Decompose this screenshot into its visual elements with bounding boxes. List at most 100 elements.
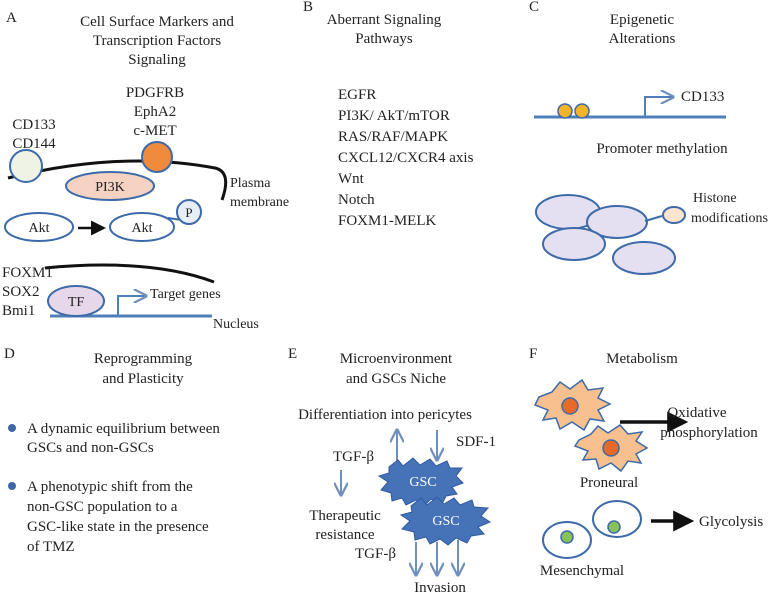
histone-mark-shape <box>662 206 686 224</box>
pi3k-label: PI3K <box>95 180 125 195</box>
panel-c-letter: C <box>529 0 539 15</box>
pathway-item: EGFR <box>338 87 376 103</box>
panel-b-title-line2: Pathways <box>355 31 413 47</box>
cd133-receptor-shape <box>9 149 43 183</box>
promoter-arrow-icon <box>117 296 146 316</box>
proneural-nucleus-shape <box>602 439 620 457</box>
tf-label-bmi1: Bmi1 <box>2 303 35 319</box>
panel-c: C Epigenetic Alterations CD133 Promoter … <box>529 0 768 275</box>
panel-b: B Aberrant Signaling Pathways EGFR PI3K/… <box>303 0 474 229</box>
pathway-item: FOXM1-MELK <box>338 213 437 229</box>
plasma-membrane-curve <box>7 159 228 201</box>
pi3k-shape <box>65 171 155 201</box>
pdgfrb-receptor-shape <box>141 141 173 173</box>
oxidative-line1: Oxidative <box>667 405 726 421</box>
mesenchymal-cell-shape <box>592 500 642 538</box>
gsc-bottom-label: GSC <box>432 514 459 529</box>
bullet1-line2: GSCs and non-GSCs <box>27 440 154 456</box>
panel-f-title: Metabolism <box>606 351 678 367</box>
akt-right-shape <box>109 212 175 242</box>
panel-a-letter: A <box>6 10 17 26</box>
panel-c-title-line1: Epigenetic <box>610 12 674 28</box>
phosphate-shape <box>176 199 202 225</box>
panel-a-title-line3: Signaling <box>128 52 186 68</box>
methyl-dot-2 <box>574 103 590 119</box>
pathway-item: Wnt <box>338 171 365 187</box>
proneural-nucleus-shape <box>561 397 579 415</box>
promoter-arrow-icon <box>644 97 673 117</box>
pathway-item: RAS/RAF/MAPK <box>338 129 448 145</box>
pathway-item: Notch <box>338 192 375 208</box>
panel-e: E Microenvironment and GSCs Niche Differ… <box>288 346 496 596</box>
panel-f-letter: F <box>529 346 537 362</box>
bullet2-line2: non-GSC population to a <box>27 499 178 515</box>
therapeutic-line2: resistance <box>315 527 374 543</box>
invasion-label: Invasion <box>414 580 466 596</box>
proneural-label: Proneural <box>580 475 638 491</box>
marker-label-cd133: CD133 <box>12 117 55 133</box>
akt-left-shape <box>4 212 74 242</box>
glycolysis-label: Glycolysis <box>699 514 763 530</box>
nuclear-membrane-curve <box>44 263 215 284</box>
histone-shape <box>542 227 606 261</box>
tf-label-foxm1: FOXM1 <box>2 265 53 281</box>
panel-e-letter: E <box>288 346 297 362</box>
mesenchymal-nucleus-shape <box>560 530 574 544</box>
receptor-label-pdgfrb: PDGFRB <box>126 85 184 101</box>
histone-shape <box>586 205 648 239</box>
mesenchymal-label: Mesenchymal <box>540 563 624 579</box>
gsc-star-icon <box>399 496 492 546</box>
sdf1-label: SDF-1 <box>456 434 496 450</box>
panel-a-title-line1: Cell Surface Markers and <box>80 14 234 30</box>
promoter-methylation-label: Promoter methylation <box>596 141 728 157</box>
bullet2-line1: A phenotypic shift from the <box>27 479 193 495</box>
histone-label-line2: modifications <box>691 211 768 226</box>
histone-shape <box>612 241 676 275</box>
mesenchymal-nucleus-shape <box>607 520 621 534</box>
gsc-star-icon <box>377 457 464 507</box>
plasma-label-line2: membrane <box>230 195 289 210</box>
panel-c-title-line2: Alterations <box>609 31 676 47</box>
cd133-label: CD133 <box>681 89 724 105</box>
histone-label-line1: Histone <box>693 191 737 206</box>
panel-a: A Cell Surface Markers and Transcription… <box>2 10 289 332</box>
panel-d: D Reprogramming and Plasticity A dynamic… <box>4 346 220 555</box>
receptor-label-epha2: EphA2 <box>134 104 177 120</box>
akt-left-label: Akt <box>29 221 50 236</box>
bullet-dot-icon <box>8 424 16 432</box>
panel-d-letter: D <box>4 346 15 362</box>
panel-e-title-line2: and GSCs Niche <box>346 371 446 387</box>
therapeutic-line1: Therapeutic <box>309 508 381 524</box>
oxidative-line2: phosphorylation <box>660 425 758 441</box>
panel-b-letter: B <box>303 0 313 15</box>
tf-label: TF <box>68 295 85 310</box>
panel-d-title-line2: and Plasticity <box>102 371 184 387</box>
marker-label-cd144: CD144 <box>12 136 56 152</box>
gsc-top-label: GSC <box>409 475 436 490</box>
bullet1-line1: A dynamic equilibrium between <box>27 421 220 437</box>
bullet2-line4: of TMZ <box>27 539 75 555</box>
methyl-dot-1 <box>557 103 573 119</box>
nucleus-label: Nucleus <box>213 317 259 332</box>
panel-f: F Metabolism Oxidative phosphorylation P… <box>529 346 763 579</box>
tgfb-top-label: TGF-β <box>333 449 374 465</box>
receptor-label-cmet: c-MET <box>133 123 176 139</box>
panel-a-title-line2: Transcription Factors <box>93 33 221 49</box>
bullet-dot-icon <box>8 482 16 490</box>
phosphate-label: P <box>185 205 192 220</box>
histone-tail <box>644 215 663 222</box>
tgfb-bottom-label: TGF-β <box>355 546 396 562</box>
tf-shape <box>47 285 105 317</box>
pathway-item: CXCL12/CXCR4 axis <box>338 150 474 166</box>
tf-label-sox2: SOX2 <box>2 284 40 300</box>
akt-right-label: Akt <box>132 221 153 236</box>
plasma-label-line1: Plasma <box>230 176 271 191</box>
bullet2-line3: GSC-like state in the presence <box>27 519 209 535</box>
panel-d-title-line1: Reprogramming <box>94 351 193 367</box>
panel-e-title-line1: Microenvironment <box>340 351 453 367</box>
pathway-item: PI3K/ AkT/mTOR <box>338 108 450 124</box>
differentiation-label: Differentiation into pericytes <box>298 407 472 423</box>
panel-b-title-line1: Aberrant Signaling <box>327 12 442 28</box>
target-genes-label: Target genes <box>150 287 221 302</box>
